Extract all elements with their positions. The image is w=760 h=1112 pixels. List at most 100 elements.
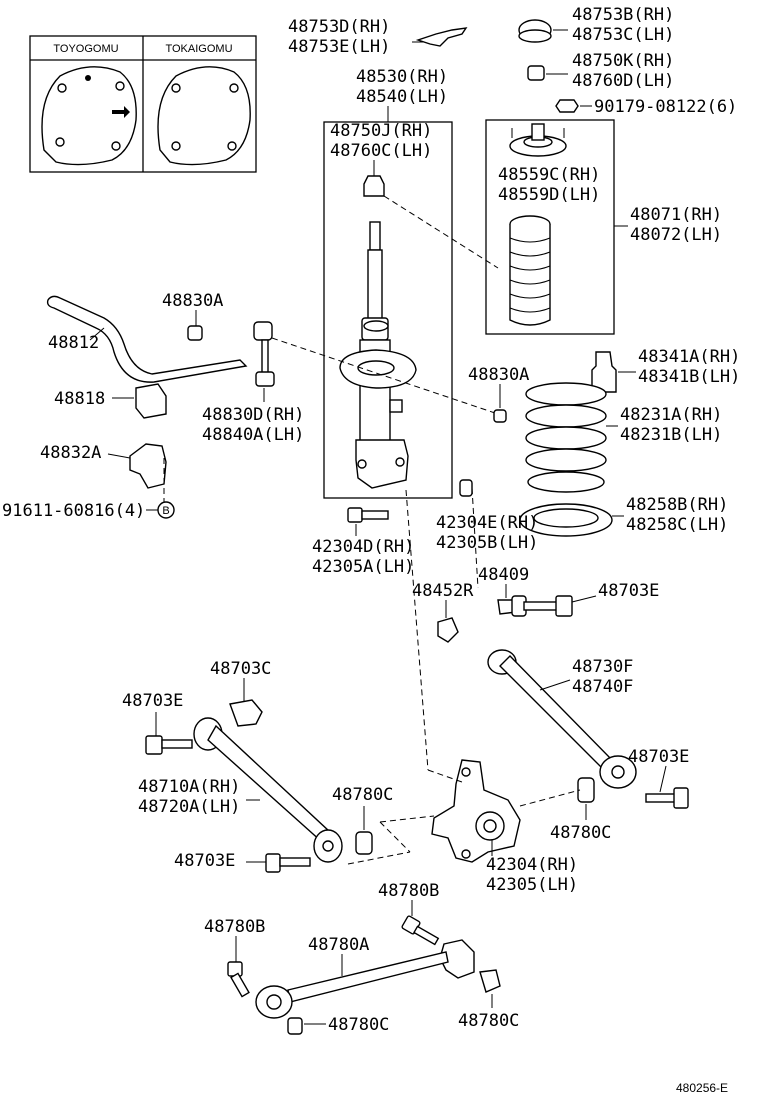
label-48703E-right: 48703E [628,747,689,767]
upper-mount-box [485,119,615,335]
inset-title-toyogomu: TOYOGOMU [53,43,118,55]
bracket-48832A-icon [129,443,167,489]
nut-48780C-bottom-left-icon [287,1017,303,1035]
cap-48753B-base [518,29,552,43]
plate-hole-icon [115,81,125,91]
bolt-42304D-icon [347,507,389,523]
cam-48703C-icon [229,699,263,727]
bushing-48750J-icon [363,175,385,197]
label-48832A: 48832A [40,443,101,463]
label-48730F: 48730F [572,657,633,677]
label-48760C: 48760C(LH) [330,141,432,161]
nut-48780C-right-icon [577,777,595,803]
label-42304E: 42304E(RH) [436,513,538,533]
label-48750J: 48750J(RH) [330,121,432,141]
bracket-48753D-icon [415,27,468,47]
tokaigomu-plate-outline [157,66,251,166]
reference-b-letter: B [162,505,169,517]
label-48753C: 48753C(LH) [572,25,674,45]
label-48703E-top: 48703E [598,581,659,601]
label-48720A: 48720A(LH) [138,797,240,817]
label-48703E-bottom: 48703E [174,851,235,871]
plate-hole-icon [57,83,67,93]
marker-arrow-icon [112,106,130,118]
label-48559D: 48559D(LH) [498,185,600,205]
rubber-maker-inset: TOYOGOMU TOKAIGOMU [29,35,257,173]
label-48559C: 48559C(RH) [498,165,600,185]
plate-hole-icon [111,141,121,151]
spring-insulator-icon [519,503,613,537]
label-91611: 91611-60816(4) [2,501,145,521]
label-42304D: 42304D(RH) [312,537,414,557]
plate-hole-icon [55,137,65,147]
label-42305: 42305(LH) [486,875,578,895]
bolt-48780B-left-icon [227,961,250,998]
control-arm-48710A-icon [193,717,343,863]
label-48830A-mid: 48830A [468,365,529,385]
bellows-boot-icon [509,215,551,326]
stabilizer-bar-48812-icon [46,295,248,383]
label-42304: 42304(RH) [486,855,578,875]
plate-hole-icon [171,83,181,93]
label-90179: 90179-08122(6) [594,97,737,117]
label-48071: 48071(RH) [630,205,722,225]
document-number: 480256-E [676,1081,728,1095]
nut-48780C-mid-icon [355,831,373,855]
label-48750K: 48750K(RH) [572,51,674,71]
coil-spring-icon [525,382,607,493]
label-48341A: 48341A(RH) [638,347,740,367]
label-48231A: 48231A(RH) [620,405,722,425]
label-48753E: 48753E(LH) [288,37,390,57]
plate-hole-icon [229,83,239,93]
bushing-48830A-icon [187,325,203,341]
plate-hole-icon [171,141,181,151]
stabilizer-link-icon [253,321,499,415]
label-48753D: 48753D(RH) [288,17,390,37]
label-42305A: 42305A(LH) [312,557,414,577]
bolt-48703E-right-icon [645,787,689,809]
label-48072: 48072(LH) [630,225,722,245]
bushing-48750K-icon [527,65,545,81]
bushing-48830A-mid-icon [493,409,507,423]
label-42305B: 42305B(LH) [436,533,538,553]
label-48818: 48818 [54,389,105,409]
bushing-48818-icon [135,383,167,419]
reference-b-marker [157,501,175,519]
label-48830D: 48830D(RH) [202,405,304,425]
label-48812: 48812 [48,333,99,353]
label-48780C-right: 48780C [550,823,611,843]
nut-48780C-right-bottom-icon [479,969,501,993]
marker-dot-icon [85,75,91,81]
label-48703E-left: 48703E [122,691,183,711]
upper-mount-icon [509,123,567,157]
label-48231B: 48231B(LH) [620,425,722,445]
label-48258C: 48258C(LH) [626,515,728,535]
control-arm-48730F-icon [487,649,637,789]
label-48409: 48409 [478,565,529,585]
toyogomu-plate-outline [41,66,137,166]
nut-90179-icon [555,99,579,113]
label-48540: 48540(LH) [356,87,448,107]
label-48530: 48530(RH) [356,67,448,87]
label-48780C-mid: 48780C [332,785,393,805]
label-48258B: 48258B(RH) [626,495,728,515]
label-48780C-bottom-left: 48780C [328,1015,389,1035]
label-48780B-left: 48780B [204,917,265,937]
bolt-48703E-bottom-icon [265,853,311,873]
label-48830A-top: 48830A [162,291,223,311]
label-48753B: 48753B(RH) [572,5,674,25]
label-48760D: 48760D(LH) [572,71,674,91]
label-48341B: 48341B(LH) [638,367,740,387]
label-48780B-top: 48780B [378,881,439,901]
strut-assembly-box [323,121,453,499]
label-48840A: 48840A(LH) [202,425,304,445]
label-48740F: 48740F [572,677,633,697]
label-48703C: 48703C [210,659,271,679]
bolt-48703E-top-icon [523,595,573,617]
lateral-rod-48780A-icon [255,939,475,1019]
label-48452R: 48452R [412,581,474,601]
inset-title-tokaigomu: TOKAIGOMU [165,43,232,55]
axle-carrier-42304-icon [431,759,521,863]
bolt-48780B-top-icon [401,915,440,946]
